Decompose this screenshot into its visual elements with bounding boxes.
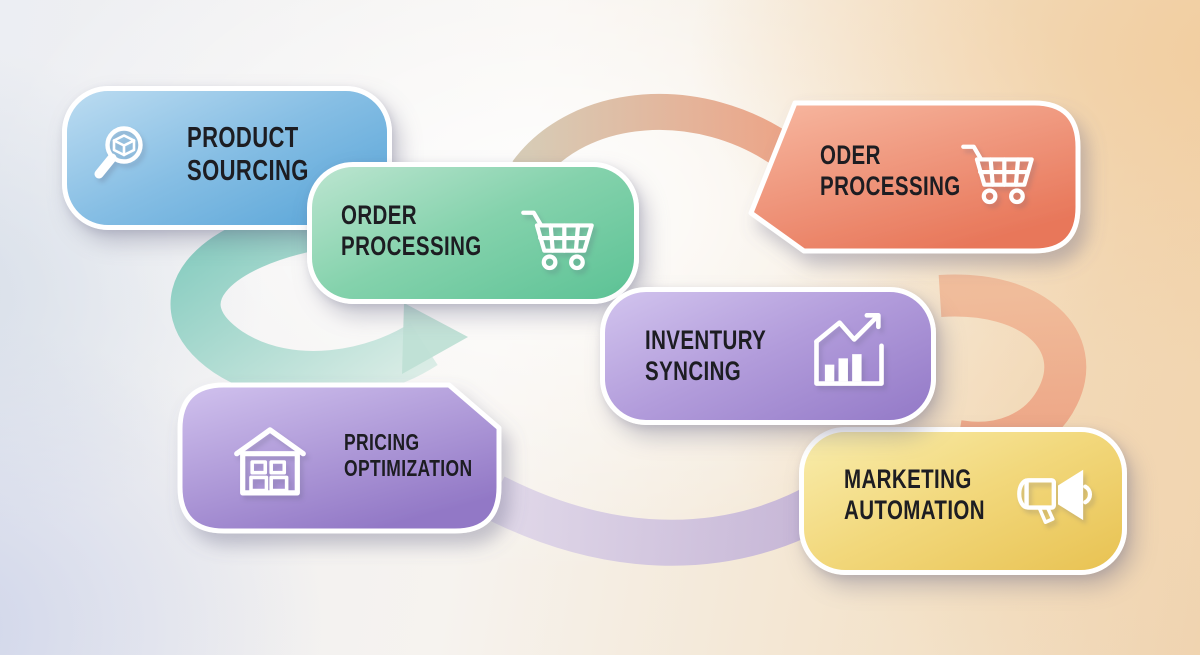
teal-swirl-arrow [170,197,438,401]
teal-swirl-arrowhead [402,303,468,374]
shopping-cart-icon [958,134,1038,213]
label-line2: SYNCING [645,355,742,386]
label-line1: PRICING [344,429,420,455]
shopping-cart-icon [518,200,598,279]
label-line2: AUTOMATION [844,494,985,525]
label-line2: PROCESSING [341,230,482,261]
label-line2: OPTIMIZATION [344,454,473,481]
tan-salmon-arc [512,93,796,184]
label-line1: ODER [820,140,881,170]
label-line2: PROCESSING [820,170,961,201]
card-order-processing [307,162,639,304]
label-line1: ORDER [341,200,418,230]
label-line1: MARKETING [844,464,972,494]
card-oder-processing [748,100,1081,254]
label-line2: SOURCING [187,154,309,187]
bar-chart-growth-icon [806,310,892,397]
label-line1: INVENTURY [645,325,767,355]
warehouse-boxes-icon [232,424,308,505]
magnifier-box-icon [88,122,152,193]
megaphone-icon [1014,460,1102,537]
label-line1: PRODUCT [187,122,299,154]
card-marketing-automation [799,427,1127,575]
